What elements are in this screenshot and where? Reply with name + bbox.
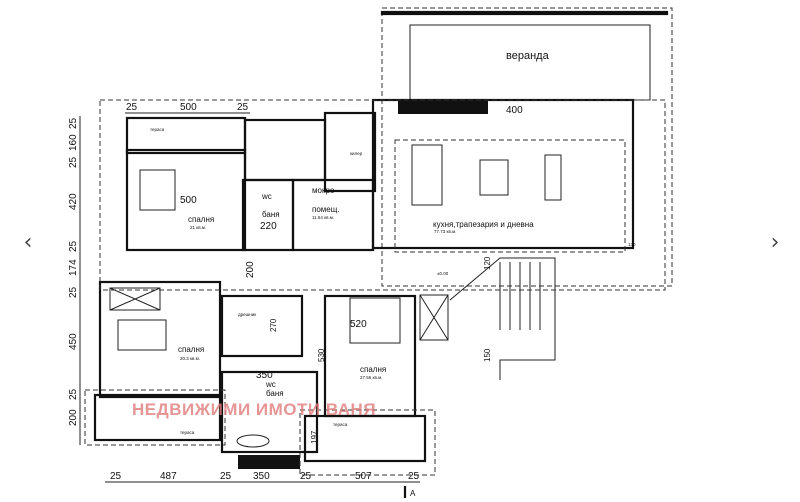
- svg-text:350: 350: [256, 370, 273, 381]
- svg-text:450: 450: [68, 333, 79, 350]
- svg-text:25: 25: [68, 117, 79, 129]
- previous-image-button[interactable]: ‹: [16, 228, 40, 256]
- svg-text:130: 130: [628, 242, 636, 247]
- svg-text:487: 487: [160, 471, 177, 482]
- svg-text:25: 25: [237, 102, 249, 113]
- dimensions: 25 500 25 25 160 25 420 25 174 25 450 25…: [68, 102, 636, 498]
- svg-text:wc: wc: [265, 380, 276, 389]
- svg-text:тераса: тераса: [180, 430, 195, 435]
- svg-text:25: 25: [68, 240, 79, 252]
- svg-text:25: 25: [300, 471, 312, 482]
- svg-text:120: 120: [483, 256, 492, 270]
- svg-text:197: 197: [310, 430, 319, 444]
- svg-text:тераса: тераса: [150, 127, 165, 132]
- svg-text:килер: килер: [350, 151, 363, 156]
- chevron-left-icon: ‹: [23, 229, 33, 255]
- svg-text:баня: баня: [266, 389, 284, 398]
- svg-text:77.73 кв.м.: 77.73 кв.м.: [434, 229, 456, 234]
- svg-text:±0.00: ±0.00: [437, 271, 449, 276]
- svg-text:25: 25: [220, 471, 232, 482]
- svg-text:спалня: спалня: [178, 345, 204, 354]
- svg-text:25: 25: [68, 156, 79, 168]
- svg-text:420: 420: [68, 193, 79, 210]
- svg-text:A: A: [410, 489, 416, 498]
- svg-text:400: 400: [506, 105, 523, 116]
- svg-text:500: 500: [180, 102, 197, 113]
- svg-text:дрешник: дрешник: [238, 312, 256, 317]
- svg-text:160: 160: [68, 134, 79, 151]
- svg-text:530: 530: [317, 348, 326, 362]
- room-label-veranda: веранда: [506, 50, 550, 62]
- svg-text:25: 25: [68, 388, 79, 400]
- next-image-button[interactable]: ›: [763, 228, 787, 256]
- svg-text:200: 200: [68, 409, 79, 426]
- svg-text:500: 500: [180, 195, 197, 206]
- svg-text:27.56 кв.м.: 27.56 кв.м.: [360, 375, 382, 380]
- svg-text:спалня: спалня: [360, 365, 386, 374]
- svg-text:507: 507: [355, 471, 372, 482]
- svg-text:220: 220: [260, 221, 277, 232]
- svg-text:174: 174: [68, 259, 79, 276]
- walls: [84, 98, 666, 476]
- chevron-right-icon: ›: [770, 229, 780, 255]
- svg-text:200: 200: [245, 261, 256, 278]
- svg-text:баня: баня: [262, 210, 280, 219]
- svg-text:помещ.: помещ.: [312, 205, 340, 214]
- svg-text:25: 25: [110, 471, 122, 482]
- svg-text:350: 350: [253, 471, 270, 482]
- svg-text:520: 520: [350, 319, 367, 330]
- svg-text:wc: wc: [261, 192, 272, 201]
- watermark: НЕДВИЖИМИ ИМОТИ ВАНЯ: [132, 400, 376, 419]
- svg-text:спалня: спалня: [188, 215, 214, 224]
- room-labels: тераса 500 спалня 21 кв.м. wc баня 220 м…: [150, 105, 534, 444]
- svg-text:20.3 кв.м.: 20.3 кв.м.: [180, 356, 200, 361]
- svg-text:11.54 кв.м.: 11.54 кв.м.: [312, 215, 334, 220]
- svg-text:25: 25: [68, 286, 79, 298]
- svg-text:мокро: мокро: [312, 186, 335, 195]
- svg-text:кухня,трапезария и дневна: кухня,трапезария и дневна: [433, 220, 534, 229]
- svg-text:25: 25: [408, 471, 420, 482]
- svg-text:270: 270: [269, 318, 278, 332]
- svg-text:21 кв.м.: 21 кв.м.: [190, 225, 206, 230]
- svg-text:25: 25: [126, 102, 138, 113]
- svg-text:150: 150: [483, 348, 492, 362]
- svg-text:тераса: тераса: [333, 422, 348, 427]
